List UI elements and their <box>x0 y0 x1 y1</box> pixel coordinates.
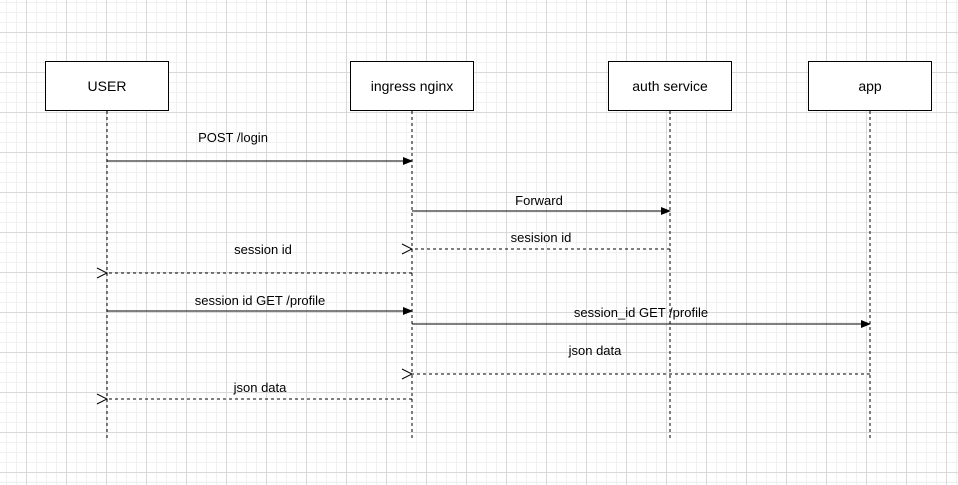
label-json-data-to-user: json data <box>233 380 287 395</box>
participant-ingress-label: ingress nginx <box>370 78 454 94</box>
label-sesision-id: sesision id <box>510 230 572 245</box>
label-session-id-get-profile: session id GET /profile <box>194 293 326 308</box>
label-forward: Forward <box>515 193 563 208</box>
label-json-data-from-app: json data <box>568 343 622 358</box>
label-post-login: POST /login <box>198 130 268 145</box>
participant-auth-label: auth service <box>632 78 708 94</box>
participant-user[interactable]: USER <box>45 61 169 111</box>
participant-app[interactable]: app <box>808 61 932 111</box>
participant-ingress-nginx[interactable]: ingress nginx <box>350 61 474 111</box>
label-session-id: session id <box>234 242 292 257</box>
participant-auth-service[interactable]: auth service <box>608 61 732 111</box>
label-session-underscore-id-get-profile: session_id GET /profile <box>573 305 709 320</box>
participant-user-label: USER <box>87 78 127 94</box>
participant-app-label: app <box>858 78 882 94</box>
